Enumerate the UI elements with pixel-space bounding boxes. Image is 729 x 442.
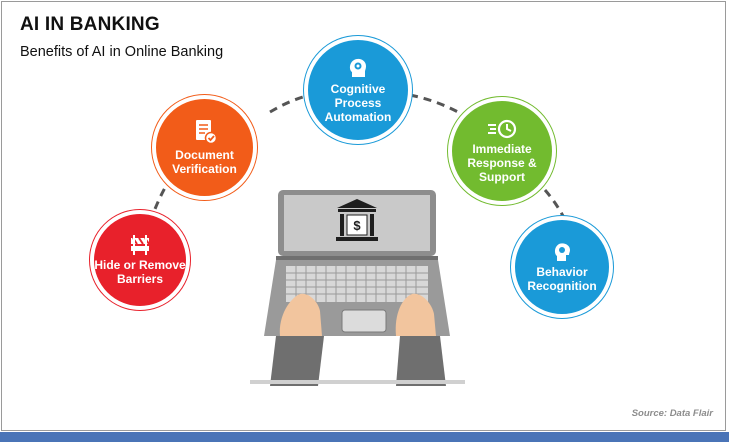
brain-gear-icon: [347, 57, 369, 79]
benefit-label-line2: Response &: [467, 155, 537, 170]
benefit-hide-or-remove-barriers: Hide or Remove Barriers: [90, 210, 190, 310]
benefit-label-line1: Behavior: [536, 264, 588, 279]
page-subtitle: Benefits of AI in Online Banking: [20, 44, 224, 60]
svg-text:$: $: [353, 218, 361, 233]
benefit-label-line3: Automation: [324, 109, 392, 124]
benefit-label-line1: Hide or Remove: [94, 257, 186, 272]
head-idea-icon: [552, 242, 572, 262]
benefit-label-line2: Barriers: [116, 271, 164, 286]
laptop-illustration: $: [250, 190, 465, 386]
benefit-cognitive-process-automation: Cognitive Process Automation: [304, 36, 412, 144]
bank-icon: $: [336, 199, 378, 241]
benefit-label-line1: Cognitive: [330, 81, 386, 96]
roadblock-icon: [129, 234, 151, 255]
benefit-label-line1: Immediate: [472, 141, 532, 156]
benefit-label-line2: Recognition: [527, 278, 597, 293]
fast-clock-icon: [487, 119, 517, 139]
bottom-accent-bar: [0, 432, 729, 442]
benefit-label-line2: Process: [334, 95, 382, 110]
benefit-label-line2: Verification: [172, 162, 237, 176]
benefit-immediate-response-support: Immediate Response & Support: [448, 97, 556, 205]
benefit-behavior-recognition: Behavior Recognition: [511, 216, 613, 318]
document-check-icon: [193, 119, 217, 145]
benefit-label-line3: Support: [479, 169, 525, 184]
benefit-label-line1: Document: [175, 148, 234, 162]
source-credit: Source: Data Flair: [631, 408, 713, 419]
page-title: AI IN BANKING: [20, 14, 160, 35]
benefit-document-verification: Document Verification: [152, 95, 257, 200]
